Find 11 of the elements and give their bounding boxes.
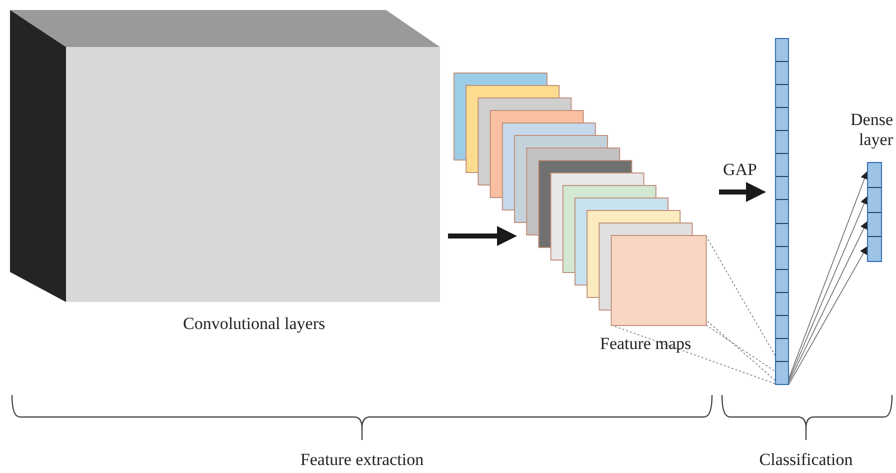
layer-label: Convolutional layers	[183, 314, 326, 334]
dense-layer	[867, 162, 882, 262]
layer-label: Dense layer	[850, 110, 893, 150]
gap-vector	[775, 38, 789, 385]
feature-maps-label: Feature maps	[600, 334, 692, 354]
section-label: Feature extraction	[300, 450, 424, 470]
arrow	[448, 226, 517, 246]
section-label: Classification	[759, 450, 853, 470]
arrow	[719, 182, 766, 202]
edge-label: GAP	[723, 160, 758, 180]
arrow	[788, 246, 868, 384]
